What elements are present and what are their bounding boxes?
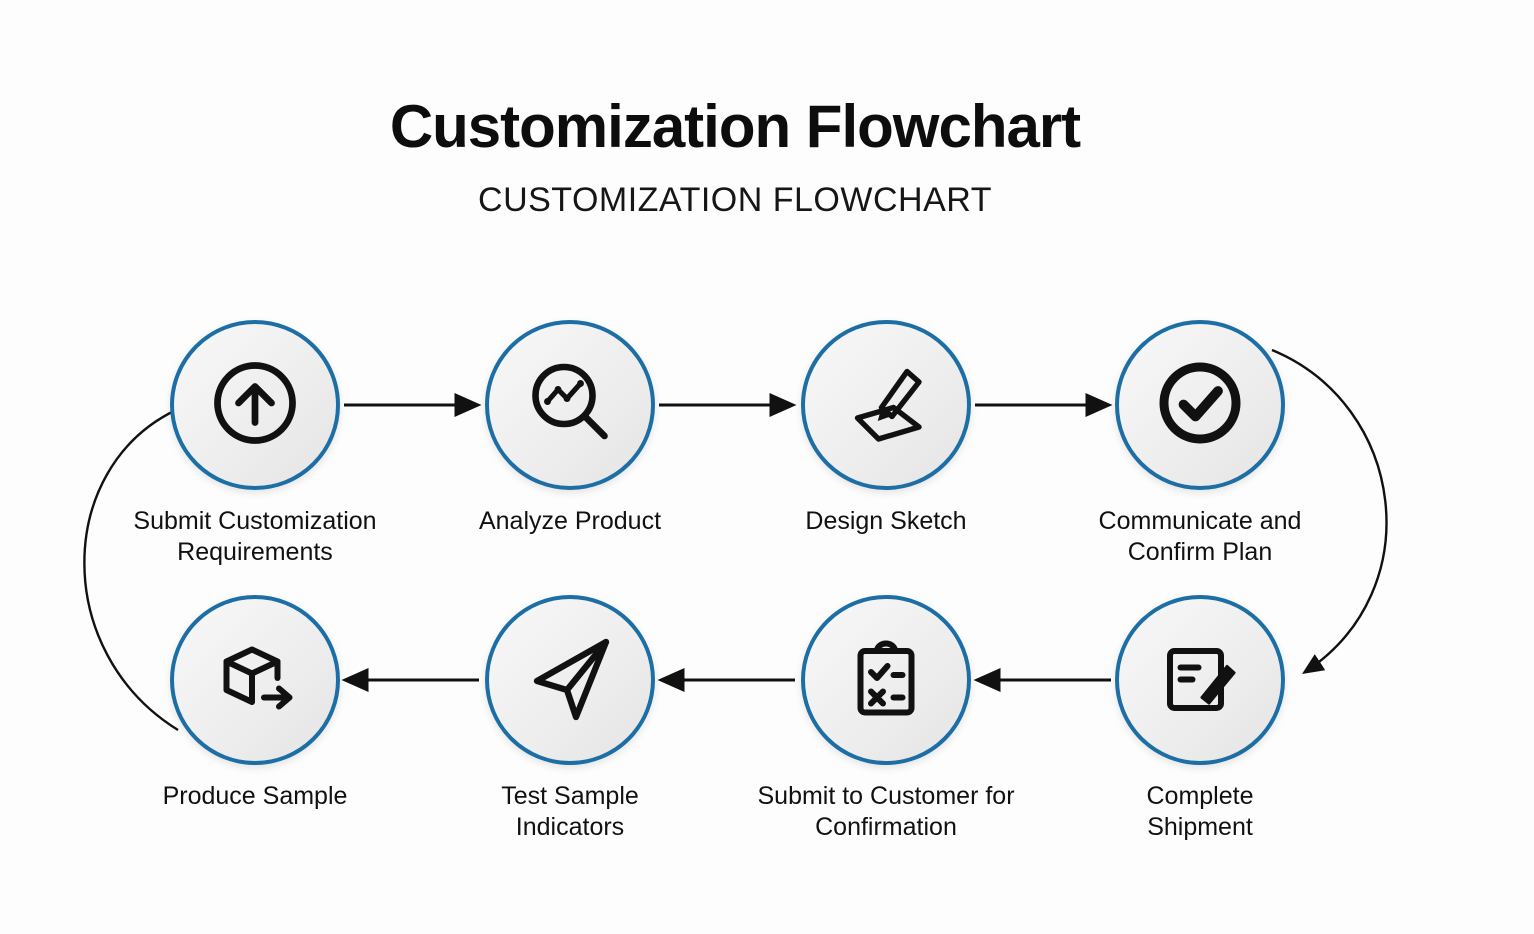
node-analyze-product: Analyze Product — [410, 320, 730, 537]
node-label: Analyze Product — [478, 507, 662, 535]
node-circle — [170, 320, 340, 490]
node-test-sample: Test Sample Indicators — [410, 595, 730, 842]
node-produce-sample: Produce Sample — [95, 595, 415, 812]
node-label: Test Sample Indicators — [501, 782, 639, 841]
node-confirm-plan: Communicate and Confirm Plan — [1040, 320, 1360, 567]
header: Customization Flowchart CUSTOMIZATION FL… — [0, 92, 1470, 220]
node-label: Complete Shipment — [1146, 782, 1254, 841]
node-label: Submit Customization Requirements — [133, 507, 377, 566]
node-circle — [1115, 595, 1285, 765]
check-circle-icon — [1152, 355, 1248, 456]
node-circle — [485, 595, 655, 765]
page-title: Customization Flowchart — [389, 93, 1081, 160]
node-design-sketch: Design Sketch — [726, 320, 1046, 537]
node-circle — [170, 595, 340, 765]
node-label: Communicate and Confirm Plan — [1098, 507, 1302, 566]
arrow-up-circle-icon — [207, 355, 303, 456]
arrow-confirm-to-shipment — [1271, 348, 1388, 674]
page-subtitle: CUSTOMIZATION FLOWCHART — [478, 181, 992, 219]
node-circle — [1115, 320, 1285, 490]
magnifier-chart-icon — [522, 355, 618, 456]
node-circle — [801, 320, 971, 490]
node-label: Design Sketch — [805, 507, 967, 535]
paper-plane-icon — [522, 630, 618, 731]
node-label: Submit to Customer for Confirmation — [757, 782, 1015, 841]
node-submit-to-customer: Submit to Customer for Confirmation — [726, 595, 1046, 842]
pencil-sketch-icon — [838, 355, 934, 456]
arrow-produce-to-submit — [83, 408, 179, 732]
document-edit-icon — [1152, 630, 1248, 731]
clipboard-checklist-icon — [838, 630, 934, 731]
package-arrow-icon — [207, 630, 303, 731]
node-submit-requirements: Submit Customization Requirements — [95, 320, 415, 567]
node-complete-shipment: Complete Shipment — [1040, 595, 1360, 842]
node-circle — [485, 320, 655, 490]
node-circle — [801, 595, 971, 765]
node-label: Produce Sample — [162, 782, 348, 810]
